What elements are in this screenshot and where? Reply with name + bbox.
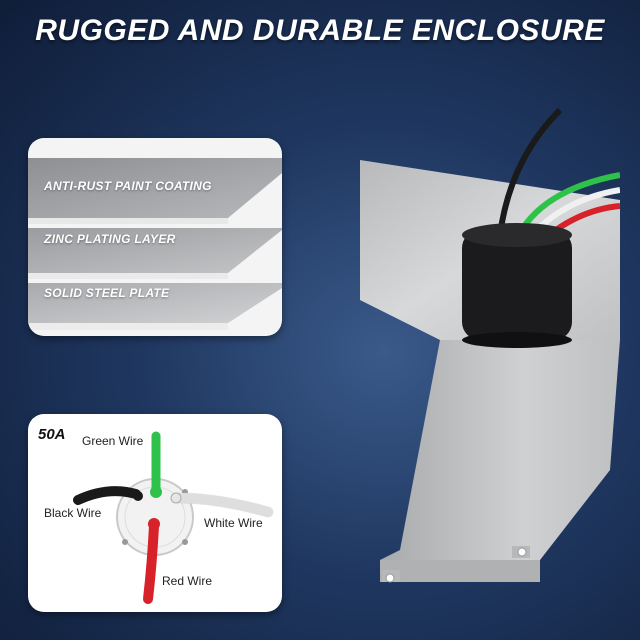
- layer-label-zinc: ZINC PLATING LAYER: [44, 232, 176, 246]
- receptacle-body: [462, 230, 572, 340]
- layer-label-steel: SOLID STEEL PLATE: [44, 286, 170, 300]
- green-wire-label: Green Wire: [82, 434, 144, 448]
- black-wire: [73, 486, 141, 505]
- amp-rating: 50A: [38, 426, 66, 443]
- black-wire-label: Black Wire: [44, 506, 102, 520]
- wiring-diagram-card: 50A Green Wire Black Wire White Wire Red…: [28, 414, 282, 612]
- enclosure-front-plate: [380, 340, 620, 582]
- red-wire: [143, 521, 159, 604]
- receptacle-pinout-diagram: [73, 431, 274, 604]
- layer-label-coating: ANTI-RUST PAINT COATING: [44, 179, 212, 193]
- headline: RUGGED AND DURABLE ENCLOSURE: [35, 14, 605, 47]
- white-wire-label: White Wire: [204, 516, 263, 530]
- enclosure-with-receptacle: [360, 107, 620, 583]
- metal-layers-illustration: [28, 158, 282, 330]
- red-wire-label: Red Wire: [162, 574, 213, 588]
- white-wire: [173, 493, 273, 517]
- metal-layers-card: ANTI-RUST PAINT COATING ZINC PLATING LAY…: [28, 138, 282, 336]
